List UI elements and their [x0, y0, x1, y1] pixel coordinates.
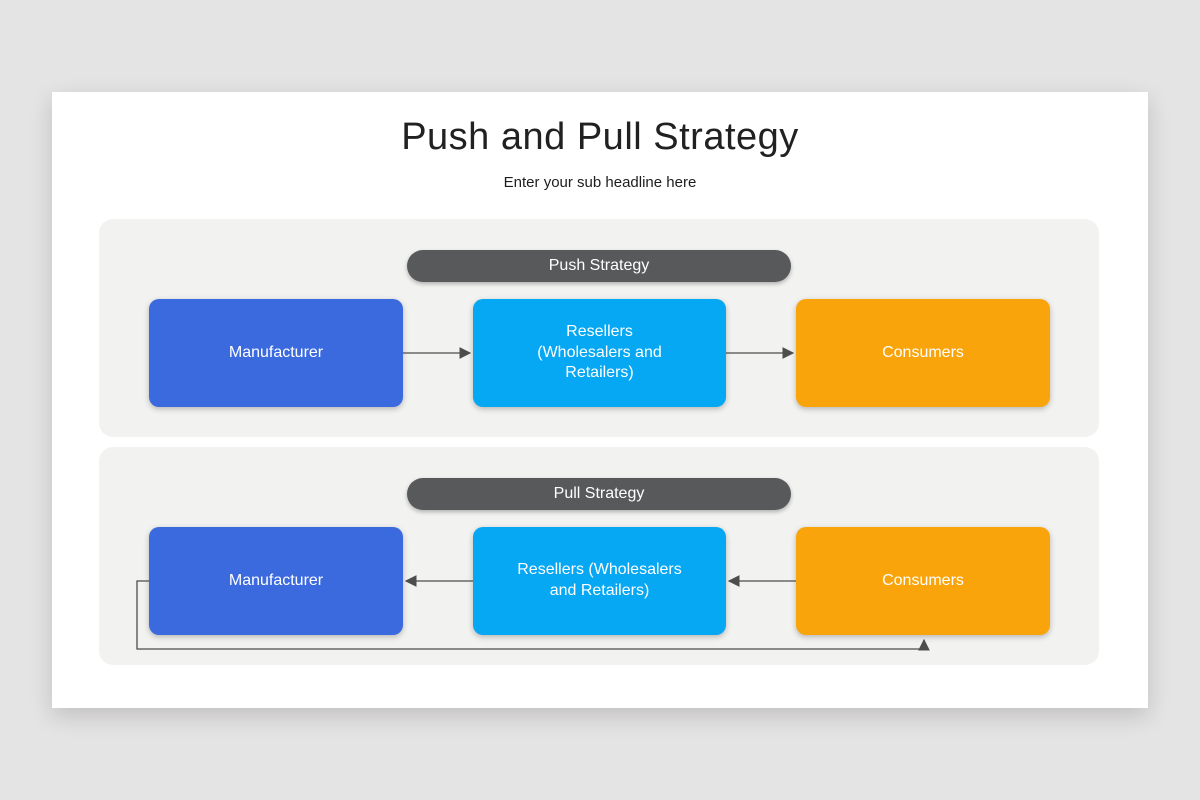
push-node-resellers: Resellers (Wholesalers and Retailers)	[473, 299, 726, 407]
push-strategy-pill: Push Strategy	[407, 250, 791, 282]
slide-card: Push and Pull Strategy Enter your sub he…	[52, 92, 1148, 708]
page-subtitle: Enter your sub headline here	[503, 174, 697, 191]
pull-strategy-pill: Pull Strategy	[407, 478, 791, 510]
push-strategy-panel: Push Strategy Manufacturer Resellers (Wh…	[99, 219, 1099, 437]
pull-node-consumers: Consumers	[796, 527, 1050, 635]
pull-node-manufacturer: Manufacturer	[149, 527, 403, 635]
page-title: Push and Pull Strategy	[401, 116, 799, 158]
push-node-manufacturer: Manufacturer	[149, 299, 403, 407]
pull-node-resellers: Resellers (Wholesalers and Retailers)	[473, 527, 726, 635]
push-node-consumers: Consumers	[796, 299, 1050, 407]
pull-strategy-panel: Pull Strategy Manufacturer Resellers (Wh…	[99, 447, 1099, 665]
